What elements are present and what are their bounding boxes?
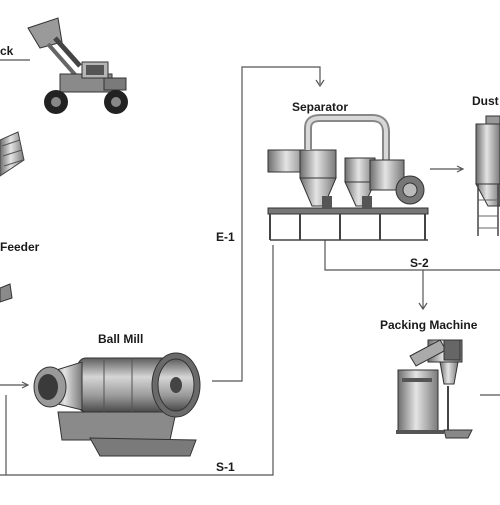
s2-label: S-2	[410, 256, 429, 270]
e1-flow-line	[212, 66, 321, 382]
s1-label: S-1	[216, 460, 235, 474]
s2-flow-line	[324, 240, 500, 271]
e1-label: E-1	[216, 230, 235, 244]
mill-feed-arrowhead	[21, 381, 30, 389]
packing-machine-label: Packing Machine	[380, 318, 478, 332]
packing-machine-illustration	[396, 339, 473, 439]
flow-lines	[0, 59, 500, 476]
dust-collector-illustration	[475, 115, 500, 236]
separator-illustration	[267, 114, 429, 241]
wheel-loader-illustration	[27, 17, 128, 114]
hopper-illustration	[0, 131, 25, 177]
ball-mill-illustration	[33, 352, 201, 457]
ball-mill-label: Ball Mill	[98, 332, 144, 346]
e1-arrowhead	[315, 79, 325, 88]
s1-flow-line	[0, 245, 274, 476]
loader-label: ck	[0, 44, 14, 58]
dust-arrowhead	[456, 165, 465, 173]
s2-arrowhead	[418, 302, 428, 311]
feeder-illustration	[0, 283, 13, 303]
feeder-label: Feeder	[0, 240, 40, 254]
separator-label: Separator	[292, 100, 349, 114]
dust-collector-label: Dust	[472, 94, 499, 108]
